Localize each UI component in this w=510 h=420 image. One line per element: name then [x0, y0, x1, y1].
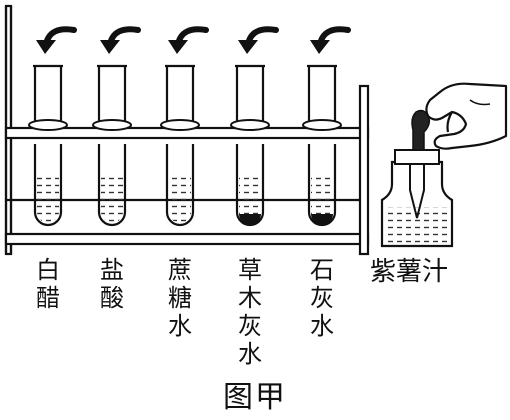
tube-label-vinegar: 白醋 — [36, 256, 60, 312]
test-tube-plant-ash-water: 草木灰水 — [230, 26, 279, 368]
test-tube-hcl: 盐酸 — [92, 26, 141, 312]
tube-label-limewater: 石灰水 — [310, 256, 334, 340]
sediment — [311, 214, 333, 225]
test-tube-vinegar: 白醋 — [28, 26, 77, 312]
drop-arrow-icon — [100, 26, 141, 54]
drop-arrow-icon — [238, 26, 279, 54]
test-tube-rack — [4, 4, 370, 256]
drop-arrow-icon — [36, 26, 77, 54]
figure-caption: 图甲 — [223, 380, 287, 415]
drop-arrow-icon — [168, 26, 209, 54]
tube-label-hcl: 盐酸 — [100, 256, 124, 312]
drop-arrow-icon — [310, 26, 351, 54]
dropper-bottle — [380, 109, 454, 248]
sediment — [239, 214, 261, 225]
hand-illustration — [425, 82, 508, 150]
bottle-label: 紫薯汁 — [370, 257, 448, 287]
test-tube-sugar-water: 蔗糖水 — [160, 26, 209, 340]
test-tube-limewater: 石灰水 — [302, 26, 351, 340]
tube-label-sugar-water: 蔗糖水 — [168, 256, 192, 340]
tube-label-plant-ash-water: 草木灰水 — [238, 256, 262, 368]
